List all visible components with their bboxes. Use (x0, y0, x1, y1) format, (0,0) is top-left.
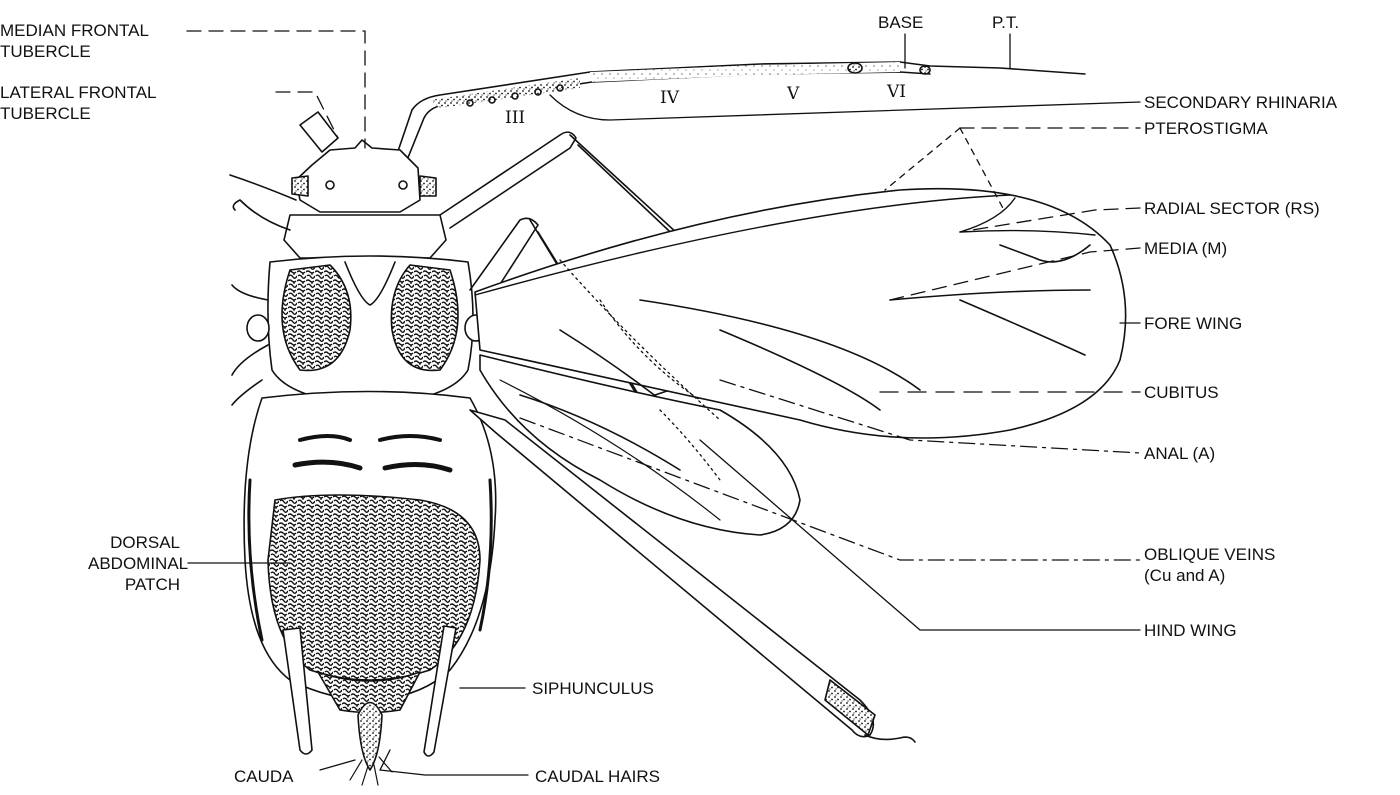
label-oblique-veins: OBLIQUE VEINS (Cu and A) (1144, 544, 1275, 586)
right-antenna (395, 62, 1085, 165)
label-fore-wing: FORE WING (1144, 313, 1242, 334)
label-cauda: CAUDA (234, 766, 294, 787)
thorax (247, 256, 487, 405)
label-pt: P.T. (992, 12, 1019, 33)
label-lateral-frontal-tubercle: LATERAL FRONTAL TUBERCLE (0, 82, 157, 124)
segment-iv-label: IV (660, 88, 679, 108)
label-anal: ANAL (A) (1144, 443, 1215, 464)
abdomen (244, 392, 496, 713)
label-radial-sector: RADIAL SECTOR (RS) (1144, 198, 1320, 219)
segment-v-label: V (787, 84, 799, 104)
head (292, 140, 436, 212)
label-siphunculus: SIPHUNCULUS (532, 678, 654, 699)
label-dorsal-abdominal-patch: DORSAL ABDOMINAL PATCH (88, 532, 180, 595)
label-caudal-hairs: CAUDAL HAIRS (535, 766, 660, 787)
prothorax (284, 215, 446, 258)
label-median-frontal-tubercle: MEDIAN FRONTAL TUBERCLE (0, 20, 149, 62)
cauda (350, 703, 392, 786)
label-base: BASE (878, 12, 923, 33)
left-antenna-stub (300, 112, 338, 152)
segment-vi-label: VI (887, 82, 906, 102)
label-cubitus: CUBITUS (1144, 382, 1219, 403)
segment-iii-label: III (505, 108, 525, 128)
label-pterostigma: PTEROSTIGMA (1144, 118, 1268, 139)
label-media: MEDIA (M) (1144, 238, 1227, 259)
label-hind-wing: HIND WING (1144, 620, 1237, 641)
label-secondary-rhinaria: SECONDARY RHINARIA (1144, 92, 1337, 113)
